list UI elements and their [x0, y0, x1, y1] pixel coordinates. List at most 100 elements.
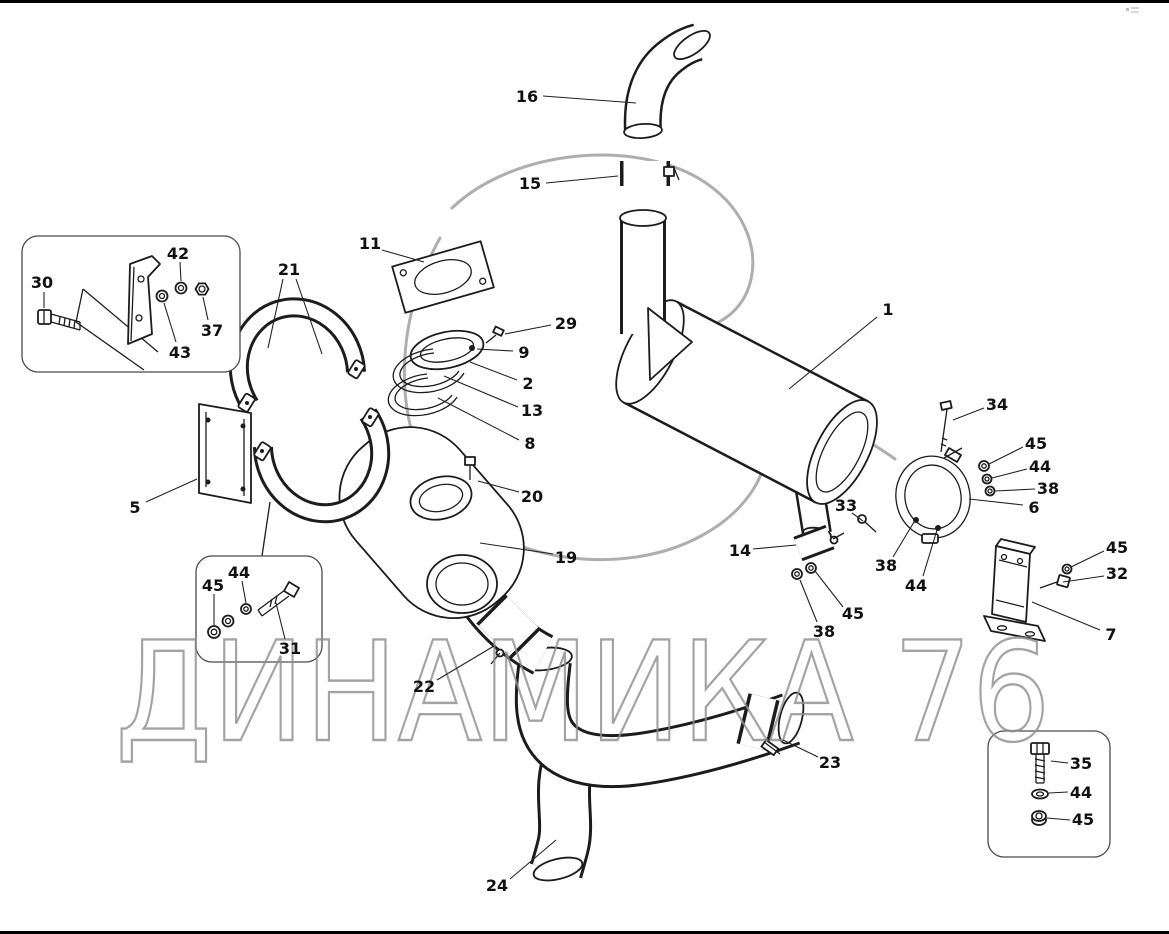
bolt-33	[857, 514, 877, 533]
callout-20: 20	[521, 487, 543, 506]
split-ring-13	[392, 348, 465, 394]
leader-line-38	[892, 521, 915, 558]
callout-15: 15	[519, 174, 541, 193]
clamp-23	[736, 693, 781, 757]
silencer-front-opening	[426, 554, 498, 614]
leader-line-33	[851, 512, 864, 522]
callout-45: 45	[1106, 538, 1128, 557]
leader-line-38	[799, 579, 818, 623]
washer-45-right	[1061, 563, 1073, 575]
leader-line-16	[542, 95, 637, 104]
v-band-clamp-6	[895, 447, 971, 544]
nut-45-right	[1031, 810, 1047, 826]
callout-31: 31	[279, 639, 301, 658]
detail-box-bolt-35	[987, 730, 1111, 858]
leader-line-45	[1046, 817, 1071, 821]
callout-34: 34	[986, 395, 1008, 414]
leader-line-37	[202, 296, 209, 321]
callout-14: 14	[729, 541, 751, 560]
leader-line-45	[814, 570, 844, 608]
watermark-text: ДИНАМИКА 76	[116, 612, 1051, 773]
callout-33: 33	[835, 496, 857, 515]
leader-line-5	[145, 478, 198, 503]
flange-plate-11	[391, 240, 495, 314]
callout-44: 44	[905, 576, 927, 595]
silencer-top-port	[409, 475, 473, 521]
leader-line-2	[469, 361, 518, 381]
small-bracket	[127, 255, 161, 345]
leader-line-13	[443, 375, 519, 408]
leader-line-34	[952, 407, 985, 421]
callout-19: 19	[555, 548, 577, 567]
tail-pipe-outlet	[532, 856, 584, 882]
washers-clamp-14	[791, 562, 817, 580]
leader-line-1	[788, 316, 878, 390]
nut-37	[194, 282, 210, 296]
callout-8: 8	[524, 434, 535, 453]
muffler-bracket-fin	[647, 307, 693, 381]
bolt-34	[939, 400, 953, 453]
clamp-14	[793, 524, 845, 562]
detail-box-bracket	[21, 235, 241, 373]
bolt-29	[485, 325, 505, 344]
callout-32: 32	[1106, 564, 1128, 583]
clamp-21	[228, 297, 391, 524]
bolt-20	[464, 456, 476, 480]
callout-38: 38	[813, 622, 835, 641]
frame-line-top	[0, 0, 1169, 3]
callout-16: 16	[516, 87, 538, 106]
callout-35: 35	[1070, 754, 1092, 773]
callout-24: 24	[486, 876, 508, 895]
callout-38: 38	[875, 556, 897, 575]
callout-45: 45	[1025, 434, 1047, 453]
leader-line-15	[545, 175, 619, 184]
callout-21: 21	[278, 260, 300, 279]
leader-line-19	[479, 542, 554, 555]
callout-43: 43	[169, 343, 191, 362]
washers-45-left	[207, 614, 235, 639]
callout-9: 9	[518, 343, 529, 362]
leader-line-32	[1062, 575, 1105, 583]
callout-29: 29	[555, 314, 577, 333]
leader-line-42	[179, 261, 182, 282]
washer-43	[155, 289, 169, 303]
callout-44: 44	[228, 563, 250, 582]
leader-line-38	[994, 488, 1036, 492]
leader-line-20	[477, 480, 520, 493]
support-bracket-7	[983, 538, 1046, 642]
leader-line-45	[988, 446, 1024, 465]
callout-30: 30	[31, 273, 53, 292]
callout-45: 45	[842, 604, 864, 623]
leader-line-44	[922, 529, 938, 577]
corner-mark	[1126, 7, 1139, 13]
leader-line-23	[782, 739, 819, 758]
washer-44-right	[1031, 788, 1049, 800]
callout-6: 6	[1028, 498, 1039, 517]
clamp-22	[476, 594, 541, 665]
stack-pipe	[619, 209, 667, 334]
callout-45: 45	[1072, 810, 1094, 829]
gasket-2	[409, 329, 485, 371]
leader-line-22	[436, 645, 495, 681]
callout-38: 38	[1037, 479, 1059, 498]
washer-stack-clamp-6	[978, 460, 996, 497]
leader-line-43	[163, 302, 177, 343]
callout-7: 7	[1105, 625, 1116, 644]
leader-line-14	[752, 544, 797, 550]
exhaust-tip-pipe	[623, 23, 711, 140]
leader-line-44	[1048, 791, 1069, 794]
frame-line-bottom	[0, 931, 1169, 934]
bolt-35	[1030, 742, 1050, 784]
bolt-31	[257, 581, 300, 617]
callout-22: 22	[413, 677, 435, 696]
callout-44: 44	[1029, 457, 1051, 476]
callout-11: 11	[359, 234, 381, 253]
stud-9	[469, 345, 475, 351]
leader-line-44	[241, 580, 247, 604]
mounting-bracket-5	[198, 403, 271, 557]
leader-line-6	[968, 498, 1024, 506]
washer-44-left	[240, 603, 252, 615]
leader-line-35	[1050, 760, 1069, 764]
leader-line-44	[991, 468, 1028, 479]
